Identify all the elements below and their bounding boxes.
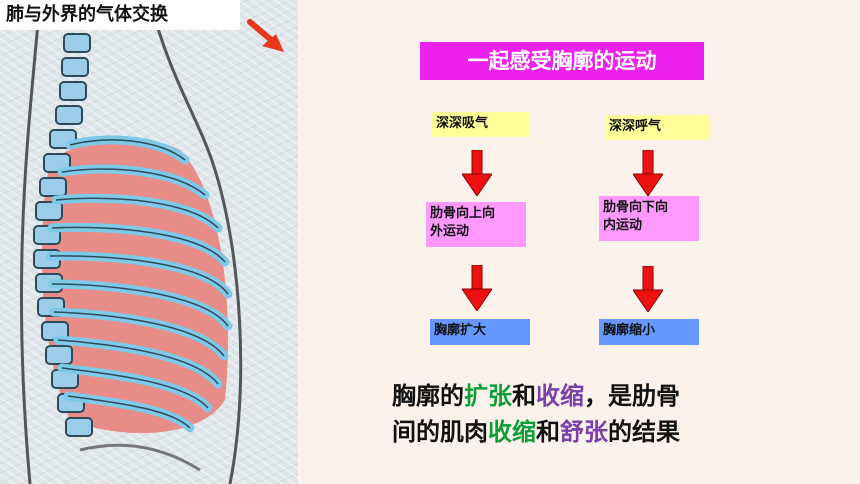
conclusion-part: 和 [512,382,536,410]
inhale-rib-movement-line1: 肋骨向上向 [430,206,496,221]
inhale-action-box: 深深吸气 [432,112,530,137]
conclusion-text: 胸廓的扩张和收缩，是肋骨 间的肌肉收缩和舒张的结果 [392,378,832,450]
highlight-expand: 扩张 [464,382,512,410]
ribcage-illustration [0,0,298,484]
conclusion-part: 间的肌肉 [392,418,488,446]
pointer-arrow-icon [247,19,284,52]
down-arrow-icon [633,266,663,312]
down-arrow-icon [462,150,492,196]
highlight-contract: 收缩 [536,382,584,410]
conclusion-line2: 间的肌肉收缩和舒张的结果 [392,414,832,450]
conclusion-part: 胸廓的 [392,382,464,410]
conclusion-part: 的结果 [608,418,680,446]
highlight-muscle-contract: 收缩 [488,418,536,446]
exhale-rib-movement-line1: 肋骨向下向 [603,200,669,215]
page-title: 肺与外界的气体交换 [0,0,240,30]
exhale-action-box: 深深呼气 [605,115,709,140]
inhale-result-box: 胸廓扩大 [430,319,530,345]
exhale-rib-movement-line2: 内运动 [603,218,643,233]
exhale-result-box: 胸廓缩小 [599,319,699,345]
inhale-rib-movement-box: 肋骨向上向 外运动 [426,202,526,247]
exhale-rib-movement-box: 肋骨向下向 内运动 [599,196,699,241]
ribcage-drawing [19,0,284,484]
highlight-muscle-relax: 舒张 [560,418,608,446]
conclusion-part: 和 [536,418,560,446]
down-arrow-icon [462,265,492,311]
inhale-rib-movement-line2: 外运动 [430,224,470,239]
conclusion-part: ，是肋骨 [584,382,680,410]
topic-banner: 一起感受胸廓的运动 [420,42,704,80]
down-arrow-icon [633,150,663,196]
conclusion-line1: 胸廓的扩张和收缩，是肋骨 [392,378,832,414]
